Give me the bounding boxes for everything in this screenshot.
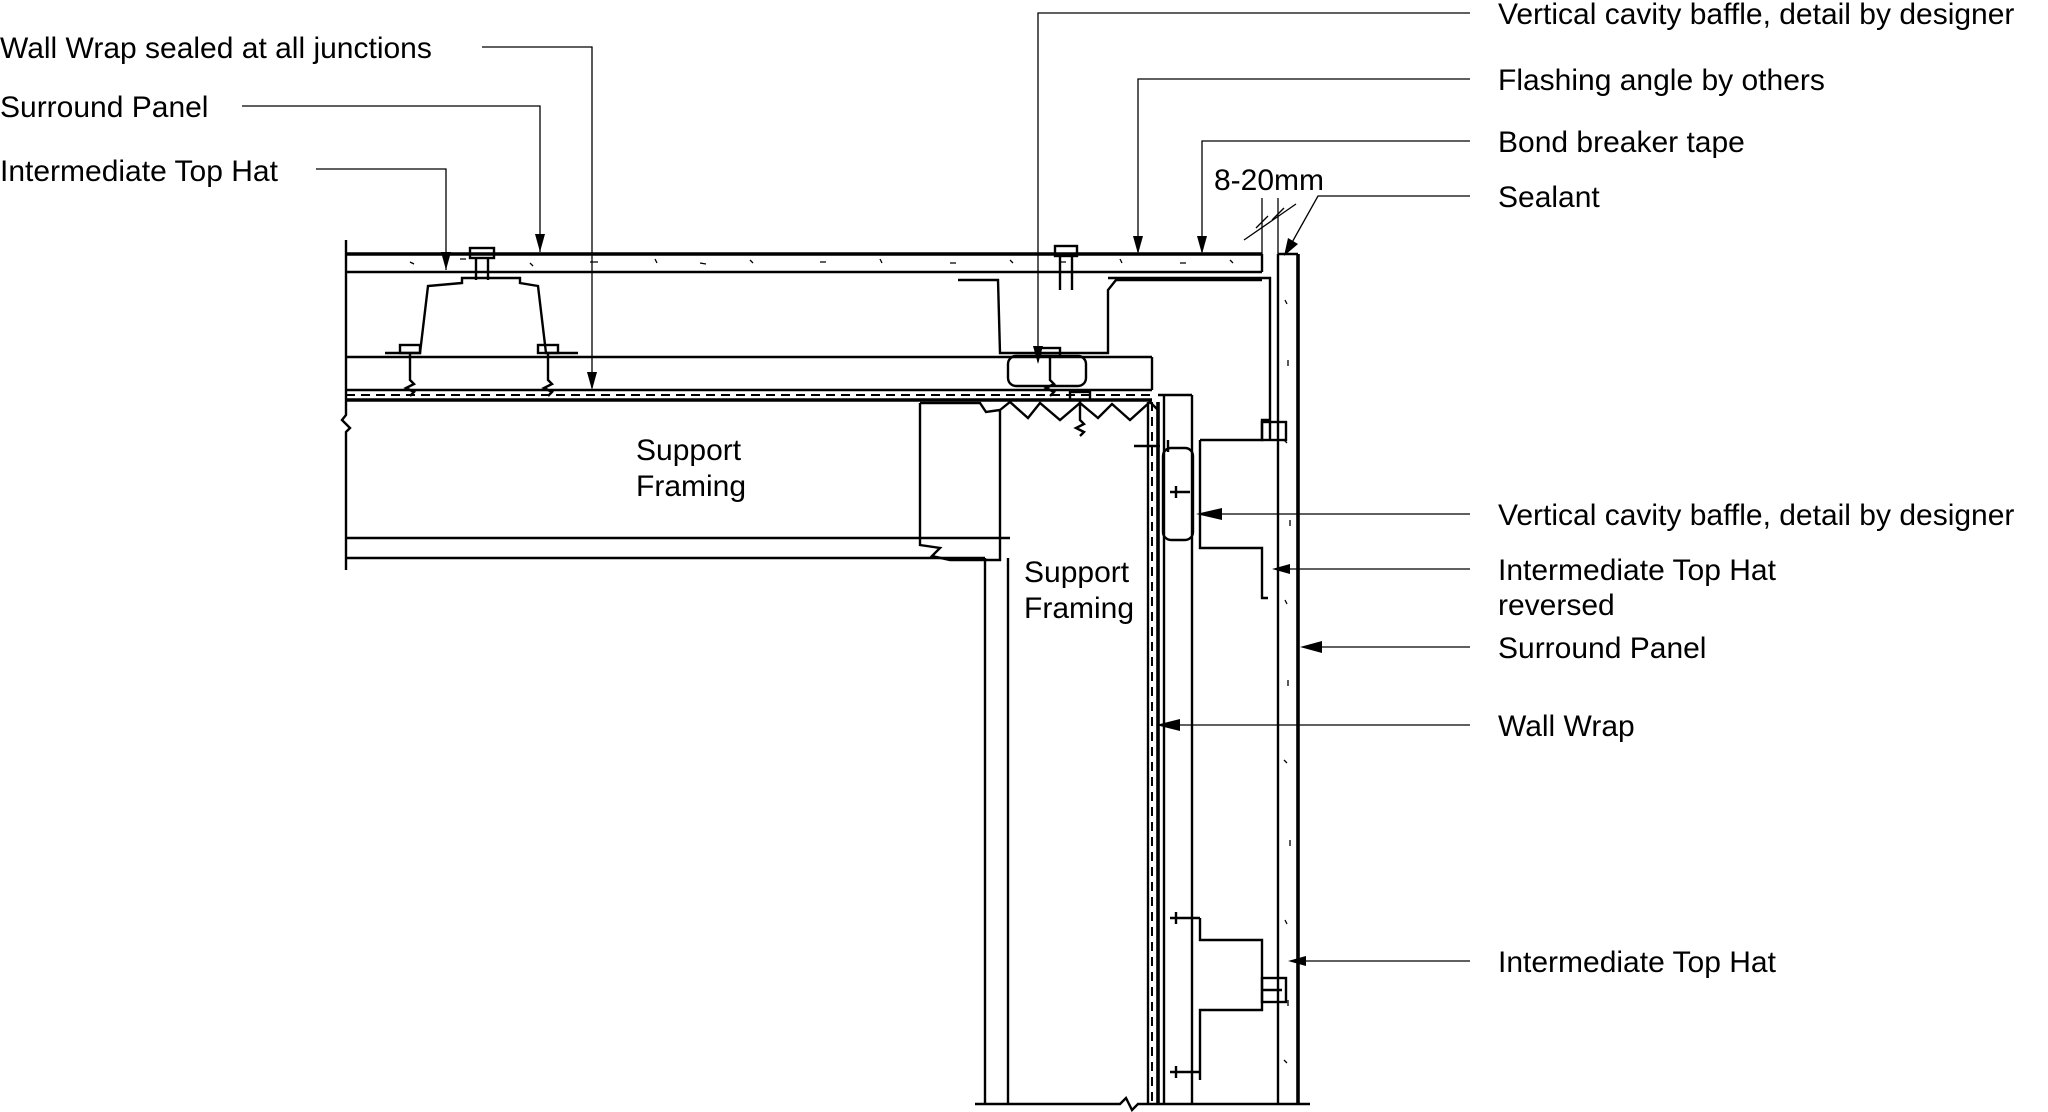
vertical-wall xyxy=(975,252,1310,1112)
callout-cavity-baffle-side: Vertical cavity baffle, detail by design… xyxy=(1498,499,2014,532)
callout-surround-panel-left: Surround Panel xyxy=(0,91,208,124)
flashing-angle xyxy=(1108,276,1272,440)
callout-cavity-baffle-top: Vertical cavity baffle, detail by design… xyxy=(1498,0,2014,31)
vertical-cavity-baffle-top xyxy=(1006,354,1088,388)
framing-vertical-line2: Framing xyxy=(1024,592,1134,625)
top-hat-corner-top xyxy=(958,278,1262,355)
top-hat-reversed xyxy=(1198,418,1270,600)
callout-intermediate-top-hat-left: Intermediate Top Hat xyxy=(0,155,279,188)
callout-wall-wrap: Wall Wrap xyxy=(1498,710,1635,743)
horizontal-wall xyxy=(340,240,1264,570)
framing-horizontal-line1: Support xyxy=(636,434,742,467)
callout-intermediate-top-hat-right: Intermediate Top Hat xyxy=(1498,946,1777,979)
callout-wall-wrap-sealed: Wall Wrap sealed at all junctions xyxy=(0,32,432,65)
callout-top-hat-reversed-1: Intermediate Top Hat xyxy=(1498,554,1777,587)
callout-top-hat-reversed-2: reversed xyxy=(1498,589,1615,622)
leaders-right xyxy=(1033,12,1470,966)
panel-hatch-side xyxy=(1283,299,1291,1064)
gap-dimension xyxy=(1243,198,1297,272)
corner-studs xyxy=(918,400,1159,562)
break-line-left xyxy=(340,240,352,570)
leaders-left xyxy=(242,46,597,390)
top-hat-lower xyxy=(1198,918,1264,1080)
callout-bond-breaker-tape: Bond breaker tape xyxy=(1498,126,1745,159)
vertical-cavity-baffle-side xyxy=(1161,446,1195,542)
framing-vertical-line1: Support xyxy=(1024,556,1130,589)
break-line-bottom xyxy=(975,1095,1310,1112)
callout-flashing-angle: Flashing angle by others xyxy=(1498,64,1825,97)
top-hat-left xyxy=(385,276,578,355)
framing-horizontal-line2: Framing xyxy=(636,470,746,503)
callout-sealant: Sealant xyxy=(1498,181,1600,214)
dimension-label: 8-20mm xyxy=(1214,164,1324,197)
panel-hatch-top xyxy=(409,258,1234,267)
callout-surround-panel-right: Surround Panel xyxy=(1498,632,1706,665)
